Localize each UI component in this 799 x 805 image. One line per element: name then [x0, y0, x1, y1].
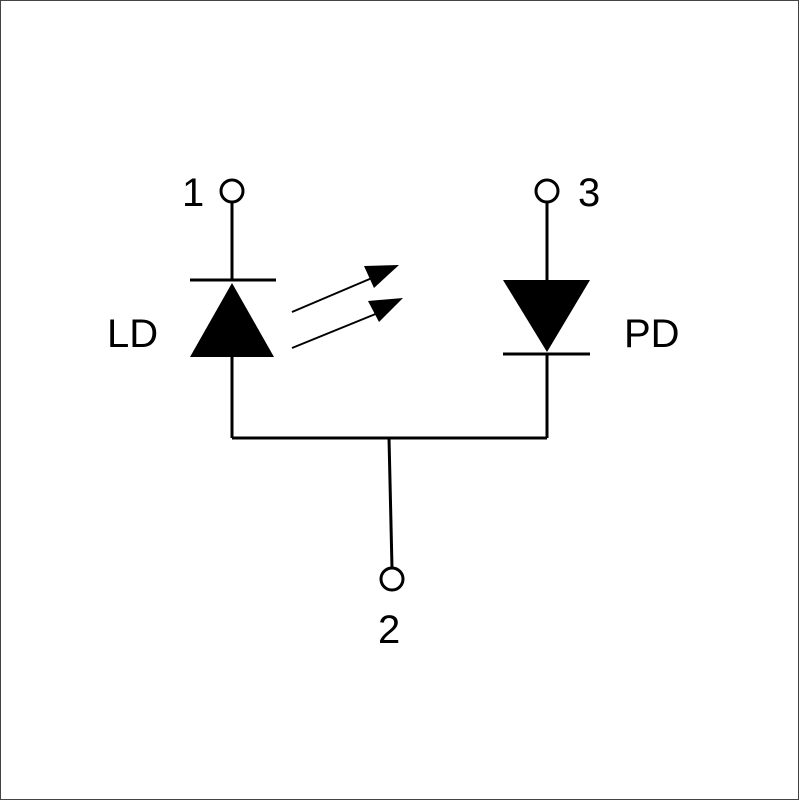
ld-label: LD: [107, 312, 158, 356]
light-arrow-1: [291, 277, 373, 313]
pin2-terminal: [379, 566, 405, 592]
light-arrow-2: [291, 312, 379, 349]
pd-label: PD: [624, 312, 680, 356]
pin2-wire: [387, 437, 394, 569]
pin3-label: 3: [578, 171, 600, 215]
arrowhead-1-icon: [364, 265, 399, 288]
pin1-label: 1: [182, 171, 204, 215]
pin2-label: 2: [378, 608, 400, 652]
arrowhead-2-icon: [368, 298, 403, 322]
ld-triangle-icon: [190, 283, 274, 357]
pd-triangle-icon: [503, 280, 590, 352]
